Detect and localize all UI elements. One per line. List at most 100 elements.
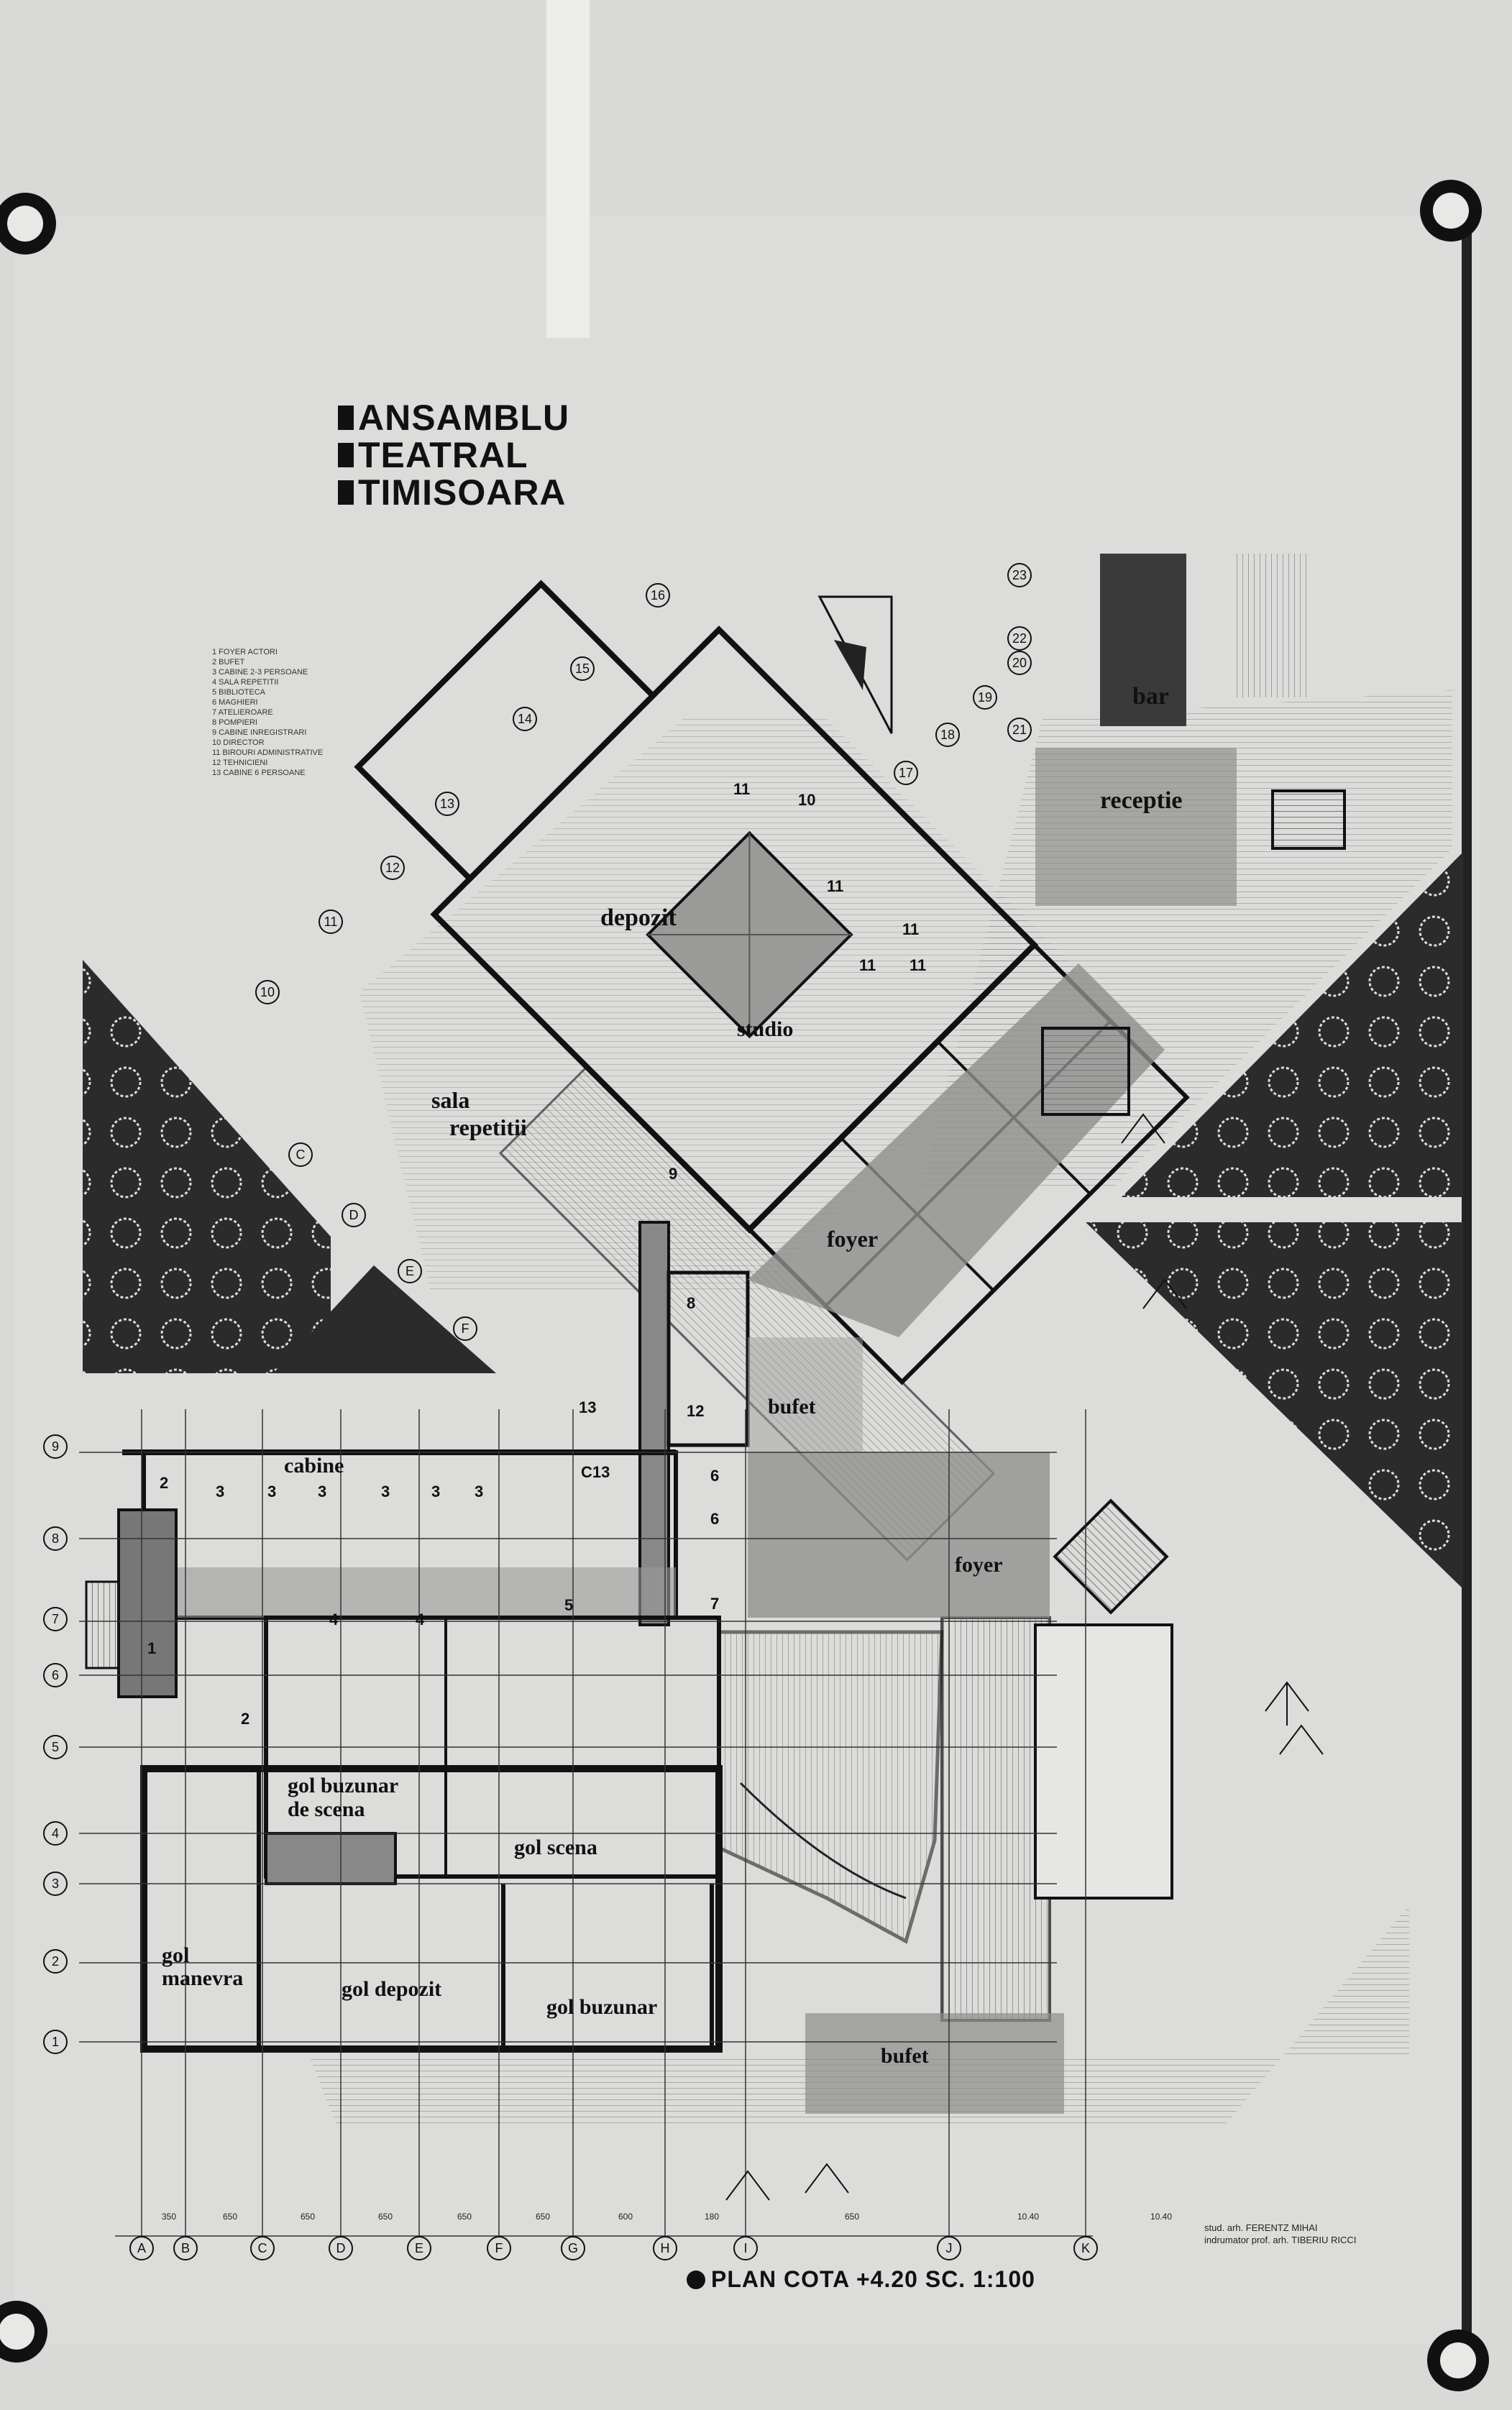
grid-right-bubble: 21 bbox=[1007, 718, 1032, 742]
grid-bottom-bubble: F bbox=[487, 2236, 511, 2260]
bufet-lower-area bbox=[805, 2013, 1064, 2114]
room-label-foyer-lower: foyer bbox=[955, 1553, 1003, 1577]
stage-block bbox=[140, 1765, 723, 2053]
room-number: 4 bbox=[416, 1611, 425, 1628]
room-label-gol-scena: gol scena bbox=[514, 1836, 597, 1859]
planted-triangle-small bbox=[273, 1265, 496, 1373]
legend-item: 9 CABINE INREGISTRARI bbox=[212, 728, 307, 737]
grid-diagonal-bubble: D bbox=[342, 1203, 366, 1227]
grid-dimension: 650 bbox=[845, 2212, 860, 2222]
credit-advisor: indrumator prof. arh. TIBERIU RICCI bbox=[1204, 2235, 1357, 2245]
room-number: 7 bbox=[710, 1595, 720, 1613]
credit-student: stud. arh. FERENTZ MIHAI bbox=[1204, 2222, 1318, 2233]
grid-right-bubble: 23 bbox=[1007, 563, 1032, 587]
grid-left-bubble: 1 bbox=[43, 2030, 68, 2054]
pin-top-left bbox=[0, 193, 56, 255]
credits: stud. arh. FERENTZ MIHAI indrumator prof… bbox=[1204, 2222, 1356, 2246]
legend-item: 5 BIBLIOTECA bbox=[212, 688, 265, 697]
room-label-sala-repetitii-2: repetitii bbox=[449, 1114, 527, 1140]
legend-item: 8 POMPIERI bbox=[212, 718, 257, 727]
room-number: 11 bbox=[902, 920, 920, 938]
grid-left-bubble: 5 bbox=[43, 1735, 68, 1759]
grid-dimension: 650 bbox=[536, 2212, 551, 2222]
legend-item: 13 CABINE 6 PERSOANE bbox=[212, 769, 306, 777]
plant-clusters bbox=[725, 1113, 1324, 2201]
room-number: 12 bbox=[687, 1402, 705, 1420]
grid-bottom-bubble: A bbox=[129, 2236, 154, 2260]
room-number: C13 bbox=[581, 1463, 610, 1481]
grid-diagonal-bubble: 13 bbox=[435, 792, 459, 816]
grid-dimension: 350 bbox=[162, 2212, 177, 2222]
grid-bottom-bubble: E bbox=[407, 2236, 431, 2260]
room-number: 11 bbox=[859, 956, 876, 974]
tape-strip bbox=[546, 0, 590, 338]
legend-item: 2 BUFET bbox=[212, 658, 245, 666]
room-number: 10 bbox=[798, 791, 816, 809]
room-number: 9 bbox=[669, 1165, 678, 1183]
grid-dimension: 180 bbox=[705, 2212, 720, 2222]
room-number: 3 bbox=[267, 1483, 277, 1500]
room-number: 8 bbox=[687, 1294, 696, 1312]
grid-right-bubble: 18 bbox=[935, 723, 960, 747]
grid-left-bubble: 2 bbox=[43, 1949, 68, 1974]
room-number: 3 bbox=[381, 1483, 390, 1500]
grid-diagonal-bubble: 11 bbox=[319, 910, 343, 934]
grid-bottom-bubble: I bbox=[733, 2236, 758, 2260]
title-line-1: ANSAMBLU bbox=[358, 398, 570, 438]
room-label-gol-buzunar: gol buzunar bbox=[546, 1995, 658, 2019]
legend-item: 7 ATELIEROARE bbox=[212, 708, 273, 717]
grid-dimension: 650 bbox=[378, 2212, 393, 2222]
room-number: 11 bbox=[827, 877, 844, 895]
grid-dimension: 650 bbox=[223, 2212, 238, 2222]
room-number: 6 bbox=[710, 1510, 720, 1528]
grid-right-bubble: 17 bbox=[894, 761, 918, 785]
room-number: 6 bbox=[710, 1467, 720, 1485]
grid-bottom-bubble: D bbox=[329, 2236, 353, 2260]
room-label-bufet-mid: bufet bbox=[768, 1395, 816, 1419]
grid-left-bubble: 3 bbox=[43, 1871, 68, 1896]
title-line-3: TIMISOARA bbox=[358, 472, 567, 513]
room-label-foyer-upper: foyer bbox=[827, 1226, 879, 1252]
grid-dimension: 10.40 bbox=[1150, 2212, 1173, 2222]
room-label-gol-manevra-2: manevra bbox=[162, 1966, 244, 1990]
grid-dimension: 650 bbox=[457, 2212, 472, 2222]
title-line-2: TEATRAL bbox=[358, 435, 528, 475]
grid-right-bubble: 22 bbox=[1007, 626, 1032, 651]
grid-left-bubble: 4 bbox=[43, 1821, 68, 1846]
room-number: 3 bbox=[318, 1483, 327, 1500]
caption-bullet-icon bbox=[687, 2270, 705, 2289]
grid-bottom-bubble: H bbox=[653, 2236, 677, 2260]
legend-item: 10 DIRECTOR bbox=[212, 738, 265, 747]
grid-diagonal-bubble: 10 bbox=[255, 980, 280, 1004]
grid-left-bubble: 9 bbox=[43, 1434, 68, 1459]
room-label-gol-depozit: gol depozit bbox=[342, 1977, 442, 2001]
grid-bottom-bubble: B bbox=[173, 2236, 198, 2260]
room-label-cabine: cabine bbox=[284, 1454, 344, 1477]
grid-diagonal-bubble: 12 bbox=[380, 856, 405, 880]
grid-bottom-bubble: C bbox=[250, 2236, 275, 2260]
grid-bottom-bubble: G bbox=[561, 2236, 585, 2260]
bar-block bbox=[1100, 554, 1186, 726]
plaza-lower bbox=[309, 1905, 1409, 2128]
room-label-gol-buzunar-de-scena-1: gol buzunar bbox=[288, 1774, 399, 1797]
grid-diagonal-bubble: 15 bbox=[570, 656, 595, 681]
room-number: 3 bbox=[216, 1483, 225, 1500]
legend-item: 1 FOYER ACTORI bbox=[212, 648, 278, 656]
grid-left-bubble: 8 bbox=[43, 1526, 68, 1551]
grid-right-bubble: 20 bbox=[1007, 651, 1032, 675]
room-number: 2 bbox=[241, 1710, 250, 1728]
pin-bottom-right bbox=[1427, 2329, 1489, 2391]
grid-dimension: 600 bbox=[618, 2212, 633, 2222]
legend-item: 11 BIROURI ADMINISTRATIVE bbox=[212, 748, 324, 757]
pin-top-right bbox=[1420, 180, 1482, 242]
room-number: 2 bbox=[160, 1474, 169, 1492]
room-label-depozit: depozit bbox=[600, 904, 677, 931]
room-number: 13 bbox=[579, 1398, 597, 1416]
grid-bottom-bubble: K bbox=[1073, 2236, 1098, 2260]
room-number: 4 bbox=[329, 1611, 339, 1628]
room-number: 11 bbox=[733, 780, 751, 798]
grid-diagonal-bubble: F bbox=[453, 1316, 477, 1341]
room-label-sala-repetitii-1: sala bbox=[431, 1087, 470, 1113]
room-label-bar: bar bbox=[1132, 683, 1169, 710]
